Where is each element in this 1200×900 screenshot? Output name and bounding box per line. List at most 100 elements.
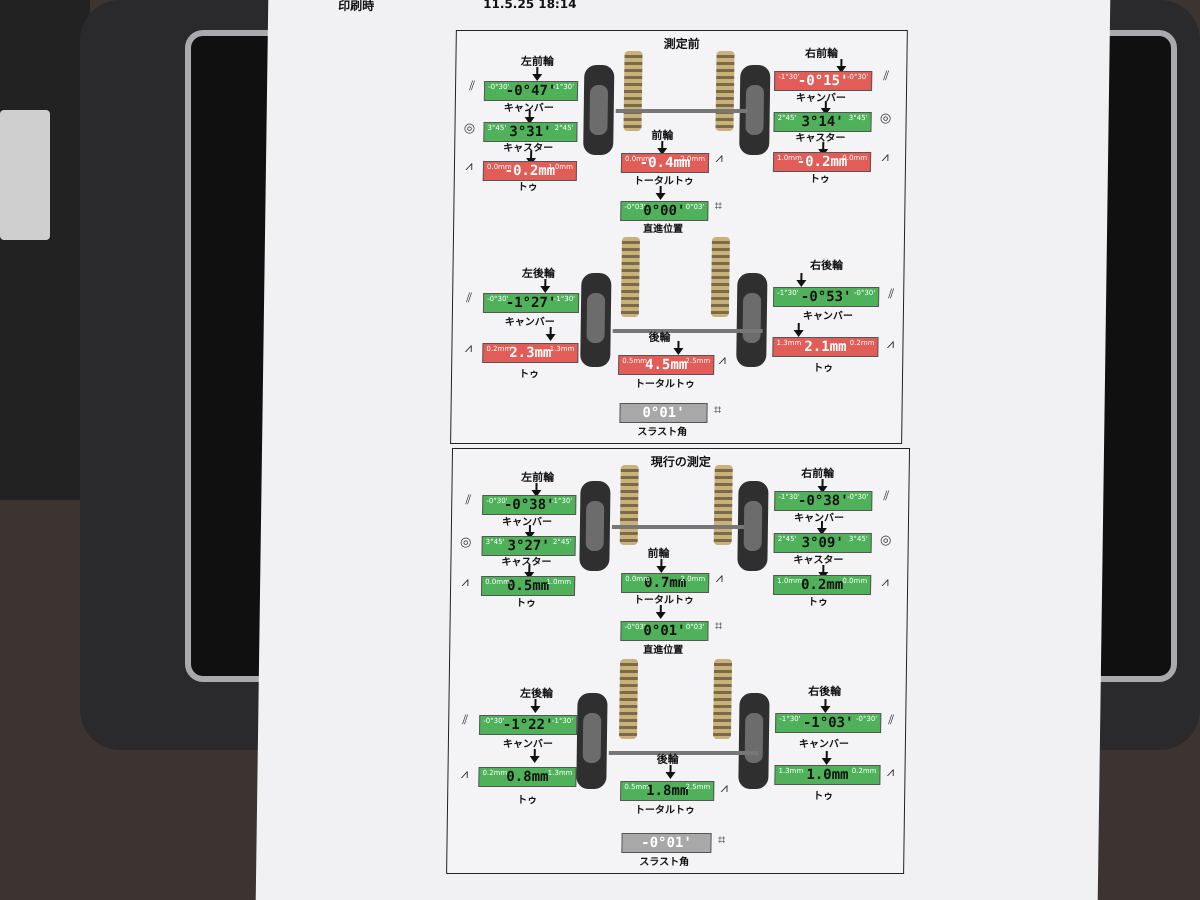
toe-icon: ⩘ [465, 159, 473, 174]
front-left-camber-bar: -0°30' -1°30' -0°38' [482, 495, 577, 515]
front-axle-label: 前輪 [647, 547, 670, 560]
front-total-toe-bar: 0.0mm 2.0mm -0.4mm [620, 153, 710, 173]
rear-right-label: 右後輪 [808, 685, 842, 698]
front-left-caster-caption: キャスター [501, 557, 552, 568]
camber-icon: ⫽ [888, 287, 895, 302]
caster-icon: ◎ [459, 535, 472, 550]
front-left-caster-caption: キャスター [503, 143, 554, 154]
range-low: -0°30' [486, 497, 508, 505]
steer-ahead-value: 0°00' [643, 203, 686, 219]
background-white-device [0, 110, 50, 240]
thrust-icon: ⌗ [717, 833, 726, 848]
range-high: 1.0mm [548, 163, 574, 171]
camber-icon: ⫽ [462, 713, 469, 728]
rear-left-label: 左後輪 [521, 267, 556, 280]
front-right-caster-value: 3°09' [801, 535, 844, 551]
range-high: 0.0mm [842, 154, 868, 162]
front-right-caster-bar: 2°45' 3°45' 3°09' [773, 533, 872, 553]
front-right-label: 右前輪 [804, 47, 839, 60]
front-left-camber-value: -0°38' [503, 497, 555, 513]
front-right-camber-value: -0°15' [797, 73, 849, 89]
front-right-camber-caption: キャンバー [795, 93, 846, 104]
front-left-strut [623, 51, 643, 131]
front-left-camber-caption: キャンバー [501, 517, 553, 528]
front-right-camber-caption: キャンバー [793, 513, 845, 524]
range-high: 2.0mm [680, 155, 706, 163]
range-low: 0.0mm [625, 155, 650, 163]
rear-left-toe-value: 2.3mm [509, 345, 552, 361]
rear-left-wheel [576, 693, 608, 789]
range-low: 0.0mm [625, 575, 651, 583]
print-label: 印刷時 [338, 0, 375, 13]
range-high: 2°45' [552, 538, 572, 546]
rear-left-camber-caption: キャンバー [504, 317, 555, 328]
rear-right-strut [712, 659, 733, 739]
rear-right-label: 右後輪 [809, 259, 844, 272]
rear-right-camber-caption: キャンバー [802, 311, 853, 322]
range-low: 1.0mm [777, 154, 802, 162]
rear-right-toe-value: 1.0mm [806, 767, 849, 783]
front-left-toe-caption: トゥ [515, 598, 536, 609]
thrust-angle-bar: -0°01' [621, 833, 712, 853]
range-high: 0°03' [685, 203, 705, 211]
panel-current: 現行の測定 左前輪 ⫽ -0°30' -1°30' -0°38' キャンバー ◎… [446, 448, 911, 874]
rear-left-strut [620, 237, 640, 317]
front-left-caster-value: 3°27' [507, 538, 550, 554]
range-low: 1.3mm [778, 767, 804, 775]
rear-axle-label: 後輪 [648, 331, 671, 344]
front-left-wheel [583, 65, 615, 155]
toe-icon: ⩘ [461, 575, 469, 590]
rear-left-camber-caption: キャンバー [502, 739, 553, 750]
range-high: 2.0mm [680, 575, 706, 583]
toe-icon: ⩘ [720, 781, 729, 796]
front-right-toe-caption: トゥ [807, 597, 828, 608]
front-right-caster-caption: キャスター [793, 555, 844, 566]
front-left-camber-bar: -0°30' -1°30' -0°47' [483, 81, 579, 101]
front-right-caster-caption: キャスター [795, 133, 846, 144]
front-total-toe-caption: トータルトゥ [633, 176, 694, 187]
rear-left-toe-caption: トゥ [518, 369, 540, 380]
range-high: 1.0mm [546, 578, 572, 586]
steer-ahead-caption: 直進位置 [643, 645, 684, 656]
rear-total-toe-value: 4.5mm [644, 357, 688, 373]
camber-icon: ⫽ [883, 69, 890, 84]
camber-icon: ⫽ [888, 713, 895, 728]
rear-total-toe-bar: 0.5mm 2.5mm 4.5mm [618, 355, 715, 375]
range-low: -1°30' [777, 289, 799, 297]
rear-right-toe-caption: トゥ [813, 791, 834, 802]
front-left-camber-value: -0°47' [505, 83, 557, 99]
range-high: 3°45' [848, 535, 868, 543]
camber-icon: ⫽ [466, 291, 473, 306]
rear-right-camber-caption: キャンバー [798, 739, 849, 750]
rear-total-toe-caption: トータルトゥ [634, 379, 695, 390]
front-left-toe-value: 0.5mm [506, 578, 550, 594]
range-high: -1°30' [553, 295, 576, 303]
toe-icon: ⩘ [886, 337, 895, 352]
range-low: 3°45' [485, 538, 505, 546]
rear-axle-label: 後輪 [656, 753, 679, 766]
range-high: -1°30' [551, 717, 574, 725]
front-left-caster-value: 3°31' [509, 124, 552, 140]
range-high: 2.5mm [685, 783, 711, 791]
rear-left-camber-value: -1°27' [505, 295, 557, 311]
range-low: -1°30' [779, 715, 801, 723]
camber-icon: ⫽ [469, 79, 476, 94]
rear-left-toe-caption: トゥ [517, 795, 538, 806]
range-high: 0.0mm [842, 577, 868, 585]
front-right-toe-bar: 1.0mm 0.0mm 0.2mm [772, 575, 872, 595]
toe-icon: ⩘ [881, 575, 889, 590]
range-low: -0°03' [624, 623, 646, 631]
rear-total-toe-caption: トータルトゥ [634, 805, 696, 816]
toe-icon: ⩘ [715, 571, 723, 586]
rear-left-camber-bar: -0°30' -1°30' -1°22' [479, 715, 578, 735]
caster-icon: ◎ [879, 533, 892, 548]
rear-left-camber-bar: -0°30' -1°30' -1°27' [482, 293, 580, 313]
toe-icon: ⩘ [460, 767, 469, 782]
front-left-label: 左前輪 [521, 471, 555, 484]
front-left-toe-caption: トゥ [517, 182, 538, 193]
range-high: -0°30' [846, 73, 869, 81]
rear-right-camber-value: -1°03' [802, 715, 854, 731]
background-object [0, 0, 90, 500]
front-total-toe-bar: 0.0mm 2.0mm 0.7mm [621, 573, 710, 593]
range-high: -1°30' [552, 83, 575, 91]
